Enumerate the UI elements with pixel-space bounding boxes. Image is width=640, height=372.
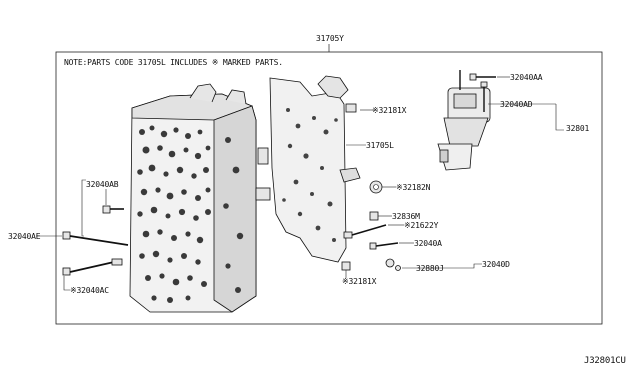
parts-note: NOTE:PARTS CODE 31705L INCLUDES ※ MARKED…: [64, 58, 283, 67]
label-32181x-bottom: ※32181X: [342, 277, 377, 286]
bolt-32040ab-illustration: [102, 205, 124, 214]
label-32040ad: 32040AD: [500, 100, 533, 109]
bolt-32040ad-illustration: [480, 81, 488, 112]
label-32182n: ※32182N: [396, 183, 431, 192]
label-32040aa: 32040AA: [510, 73, 543, 82]
label-32801: 32801: [566, 124, 590, 133]
part-32880j-illustration: [385, 258, 401, 271]
part-32836m-illustration: [369, 211, 379, 221]
label-32181x-top: ※32181X: [372, 106, 407, 115]
label-32880j: 32880J: [416, 264, 444, 273]
label-21622y: ※21622Y: [404, 221, 439, 230]
part-21622y-illustration: [343, 224, 387, 239]
diagram-code: J32801CU: [584, 356, 626, 366]
bolt-32040a-illustration: [369, 242, 399, 250]
valve-body-illustration: [129, 83, 271, 313]
label-32040ab: 32040AB: [86, 180, 119, 189]
actuator-illustration: [437, 70, 491, 171]
label-32040a: 32040A: [414, 239, 442, 248]
label-32040ae: 32040AE: [8, 232, 41, 241]
label-32040d: 32040D: [482, 260, 510, 269]
plug-32181x-bottom-illustration: [341, 261, 351, 271]
label-31705l: 31705L: [366, 141, 394, 150]
leader-lines: [36, 76, 564, 291]
plug-32181x-top-illustration: [345, 103, 357, 113]
bolt-32040aa-illustration: [469, 73, 496, 81]
label-32836m: 32836M: [392, 212, 420, 221]
washer-32182n-illustration: [369, 180, 383, 194]
bolt-32040ae-illustration: [62, 231, 129, 246]
label-32040ac: ※32040AC: [70, 286, 109, 295]
bolt-32040ac-illustration: [62, 258, 123, 276]
separator-plate-illustration: [269, 75, 361, 263]
label-31705y: 31705Y: [316, 34, 344, 43]
